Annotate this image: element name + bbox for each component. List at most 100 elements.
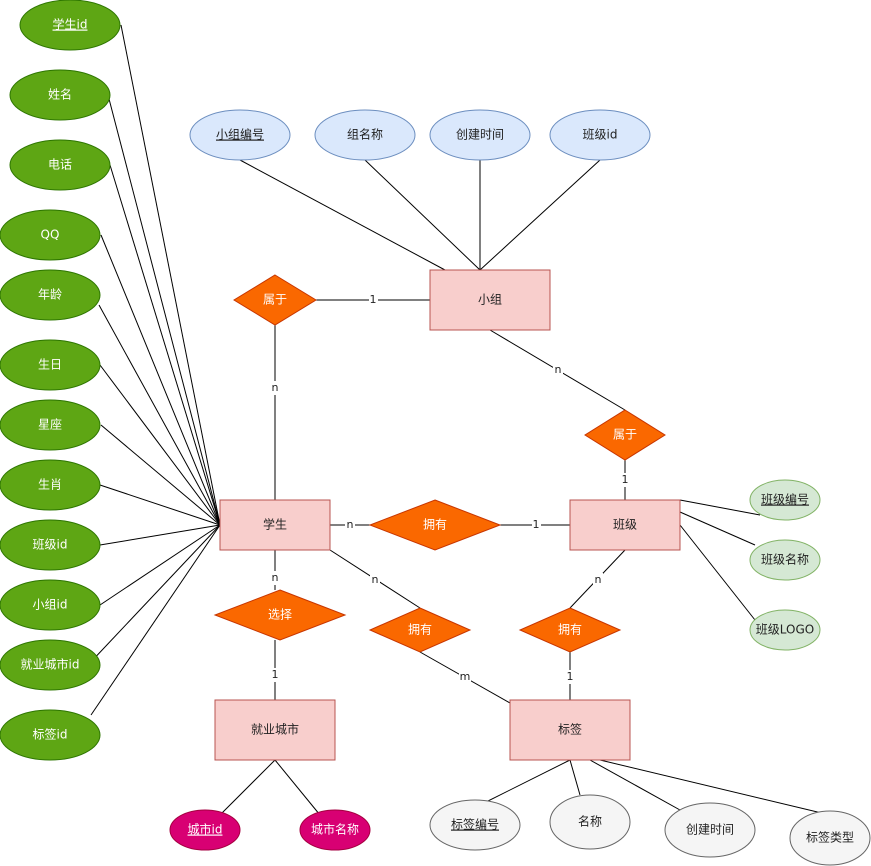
- entity-city[interactable]: 就业城市: [214, 699, 336, 761]
- attr-student-birthday[interactable]: 生日: [0, 339, 101, 391]
- edge-student-attr: [87, 524, 221, 666]
- svg-text:城市id: 城市id: [188, 822, 223, 837]
- svg-text:小组id: 小组id: [33, 598, 68, 612]
- svg-text:属于: 属于: [613, 428, 637, 442]
- relation-class-has-tag[interactable]: 拥有: [518, 607, 622, 653]
- svg-text:拥有: 拥有: [558, 623, 582, 637]
- edge-student-attr: [99, 364, 221, 526]
- svg-text:班级LOGO: 班级LOGO: [756, 623, 814, 637]
- attr-tag-number[interactable]: 标签编号: [429, 799, 521, 851]
- attr-student-id[interactable]: 学生id: [19, 0, 121, 51]
- cardinality-label: n: [272, 571, 279, 584]
- edge-student-attr: [107, 94, 221, 526]
- svg-text:班级: 班级: [613, 518, 637, 532]
- svg-text:拥有: 拥有: [408, 623, 432, 637]
- attr-group-name[interactable]: 组名称: [314, 109, 416, 161]
- attr-tag-created-time[interactable]: 创建时间: [664, 802, 756, 858]
- edge-class-attr: [679, 499, 761, 516]
- group-attributes: 小组编号 组名称 创建时间 班级id: [189, 109, 651, 161]
- relation-student-select-city[interactable]: 选择: [213, 589, 347, 641]
- relation-student-has-class[interactable]: 拥有: [368, 499, 502, 551]
- edge-student-attr: [99, 484, 221, 526]
- edge-student-attr: [98, 304, 221, 526]
- svg-text:就业城市id: 就业城市id: [21, 657, 80, 672]
- svg-text:班级id: 班级id: [33, 538, 68, 552]
- attr-city-id[interactable]: 城市id: [169, 809, 241, 851]
- edge-group-attr: [364, 159, 481, 271]
- attr-student-zodiac[interactable]: 生肖: [0, 459, 101, 511]
- attr-student-tag-id[interactable]: 标签id: [0, 709, 101, 761]
- svg-text:班级编号: 班级编号: [761, 492, 809, 507]
- svg-text:创建时间: 创建时间: [456, 128, 504, 142]
- attr-tag-name[interactable]: 名称: [549, 794, 631, 850]
- svg-text:创建时间: 创建时间: [686, 823, 734, 837]
- entity-group[interactable]: 小组: [429, 269, 551, 331]
- svg-text:班级id: 班级id: [583, 128, 618, 142]
- attr-class-logo[interactable]: 班级LOGO: [749, 609, 821, 651]
- edge-city-attr: [274, 759, 321, 816]
- svg-text:生肖: 生肖: [38, 478, 62, 492]
- svg-text:小组编号: 小组编号: [216, 127, 264, 142]
- cardinality-label: n: [555, 363, 562, 376]
- svg-text:星座: 星座: [38, 417, 62, 432]
- edge-student-attr: [100, 424, 221, 526]
- svg-text:生日: 生日: [38, 358, 62, 372]
- svg-text:小组: 小组: [478, 293, 502, 307]
- edge-student-attr: [109, 164, 221, 526]
- svg-text:标签类型: 标签类型: [806, 830, 854, 845]
- attr-student-phone[interactable]: 电话: [9, 139, 111, 191]
- edge-student-attr: [90, 524, 221, 716]
- edge-group-attr: [239, 159, 446, 271]
- edge-tag-attr: [599, 759, 831, 816]
- svg-text:名称: 名称: [578, 814, 602, 829]
- attr-student-age[interactable]: 年龄: [0, 269, 101, 321]
- svg-text:电话: 电话: [48, 158, 72, 172]
- relation-student-has-tag[interactable]: 拥有: [368, 607, 472, 653]
- attr-student-city-id[interactable]: 就业城市id: [0, 639, 101, 691]
- edge-student-attr: [100, 234, 221, 526]
- attr-tag-type[interactable]: 标签类型: [789, 810, 871, 866]
- entity-tag[interactable]: 标签: [509, 699, 631, 761]
- student-attributes: 学生id 姓名 电话 QQ 年龄 生日 星座 生肖: [0, 0, 121, 761]
- entity-student[interactable]: 学生: [219, 499, 331, 551]
- attr-class-number[interactable]: 班级编号: [749, 479, 821, 521]
- edge-student-attr: [120, 24, 221, 526]
- cardinality-label: n: [595, 573, 602, 586]
- svg-text:城市名称: 城市名称: [311, 822, 359, 837]
- svg-text:标签: 标签: [558, 722, 582, 737]
- attr-student-qq[interactable]: QQ: [0, 209, 101, 261]
- attr-group-number[interactable]: 小组编号: [189, 109, 291, 161]
- cardinality-label: n: [372, 573, 379, 586]
- edge-city-attr: [219, 759, 276, 816]
- tag-attributes: 标签编号 名称 创建时间 标签类型: [429, 794, 871, 866]
- edge-class-attr: [679, 511, 756, 546]
- edge-student-attr: [99, 524, 221, 546]
- svg-text:组名称: 组名称: [347, 127, 383, 142]
- attr-student-group-id[interactable]: 小组id: [0, 579, 101, 631]
- attr-student-class-id[interactable]: 班级id: [0, 519, 101, 571]
- svg-text:标签编号: 标签编号: [451, 817, 499, 832]
- relation-student-belongs-group[interactable]: 属于: [233, 274, 317, 326]
- edge-group-attr: [479, 159, 601, 271]
- class-attributes: 班级编号 班级名称 班级LOGO: [749, 479, 821, 651]
- svg-text:选择: 选择: [268, 608, 292, 622]
- attr-student-name[interactable]: 姓名: [9, 69, 111, 121]
- attr-group-class-id[interactable]: 班级id: [549, 109, 651, 161]
- svg-text:QQ: QQ: [41, 228, 60, 242]
- edge-tag-attr: [589, 759, 681, 811]
- entity-class[interactable]: 班级: [569, 499, 681, 551]
- edge-tag-attr: [479, 759, 571, 806]
- relation-group-belongs-class[interactable]: 属于: [584, 409, 666, 461]
- svg-text:学生: 学生: [263, 517, 287, 532]
- cardinality-label: n: [347, 518, 354, 531]
- cardinality-label: 1: [533, 518, 540, 531]
- attr-student-constellation[interactable]: 星座: [0, 399, 101, 451]
- attr-group-created-time[interactable]: 创建时间: [429, 109, 531, 161]
- attr-class-name[interactable]: 班级名称: [749, 539, 821, 581]
- cardinality-label: 1: [370, 293, 377, 306]
- attr-city-name[interactable]: 城市名称: [299, 809, 371, 851]
- cardinality-label: m: [460, 670, 471, 683]
- edge-class-attr: [679, 524, 756, 621]
- cardinality-label: n: [272, 381, 279, 394]
- svg-text:班级名称: 班级名称: [761, 552, 809, 567]
